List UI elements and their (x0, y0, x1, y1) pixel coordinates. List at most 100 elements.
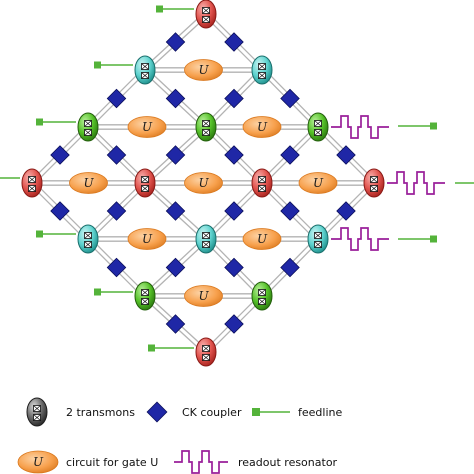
feedline-pad (430, 235, 437, 243)
resonator-meander (331, 227, 389, 251)
feedline (398, 122, 437, 130)
junction-cross-b (84, 129, 92, 136)
gate-u-body (242, 116, 282, 138)
ck-coupler (165, 32, 186, 52)
gate-u: U (184, 59, 223, 81)
ck-coupler (165, 314, 186, 334)
resonator-meander (387, 171, 445, 195)
transmon-pair (251, 55, 273, 85)
ck-coupler (224, 88, 244, 109)
gate-u: U (298, 172, 338, 194)
legend-feedline-pad (252, 408, 260, 416)
gate-u-label: U (257, 232, 268, 246)
ck-coupler (165, 257, 186, 278)
legend-feedline-label: feedline (298, 406, 342, 419)
transmon-body (21, 168, 43, 198)
ck-coupler (280, 257, 300, 278)
junction-cross-b (258, 289, 266, 296)
ck-coupler (106, 145, 127, 165)
ck-coupler (280, 145, 300, 165)
gate-u-label: U (198, 63, 209, 77)
transmon-pair (307, 112, 329, 142)
legend-coupler-label: CK coupler (182, 406, 242, 419)
junction-cross-b (258, 72, 266, 79)
gate-u-label: U (313, 176, 324, 190)
junction-cross-b (141, 289, 149, 296)
junction-cross-b (314, 129, 322, 136)
junction-cross-b (314, 120, 322, 127)
junction-cross-b (33, 405, 41, 412)
legend-coupler-icon (146, 401, 168, 423)
junction-cross-b (141, 176, 149, 183)
transmon-pair (363, 168, 385, 198)
gate-u-body (184, 285, 223, 307)
feedline (398, 235, 437, 243)
ck-coupler (106, 257, 127, 278)
transmon-body (363, 168, 385, 198)
transmon-pair (195, 112, 217, 142)
transmon-body (77, 112, 99, 142)
legend-transmon-label: 2 transmons (66, 406, 135, 419)
junction-cross-b (84, 232, 92, 239)
transmon-pair (77, 112, 99, 142)
junction-cross-b (84, 120, 92, 127)
transmon-pair (134, 55, 156, 85)
gate-u-body (184, 172, 223, 194)
transmon-pair (307, 224, 329, 254)
legend-transmon-icon (26, 397, 48, 427)
ck-coupler (336, 145, 356, 165)
ck-coupler (280, 201, 300, 221)
feedline-pad (148, 344, 155, 352)
transmon-pair (134, 281, 156, 311)
gate-u: U (242, 116, 282, 138)
ck-coupler (165, 145, 186, 165)
transmon-pair (251, 281, 273, 311)
feedline (156, 5, 194, 13)
transmon-body (307, 112, 329, 142)
gate-u-body (298, 172, 338, 194)
readout-resonator (387, 171, 445, 195)
transmon-body (251, 55, 273, 85)
gate-u-label: U (257, 120, 268, 134)
resonator-meander (331, 115, 389, 139)
gate-u: U (69, 172, 108, 194)
legend-gate-icon: U (17, 450, 59, 474)
gate-u: U (184, 172, 223, 194)
gate-u-body (184, 59, 223, 81)
ck-coupler (165, 88, 186, 109)
feedline-pad (94, 61, 101, 69)
feedline-pad (36, 118, 43, 126)
junction-cross-b (258, 63, 266, 70)
junction-cross-b (314, 232, 322, 239)
transmon-body (307, 224, 329, 254)
ck-coupler (224, 32, 244, 52)
gate-u: U (127, 116, 167, 138)
junction-cross-b (314, 241, 322, 248)
feedline (36, 230, 76, 238)
transmon-pair (134, 168, 156, 198)
junction-cross-b (202, 129, 210, 136)
gate-u-body (69, 172, 108, 194)
gate-u-body (127, 116, 167, 138)
ck-coupler (106, 201, 127, 221)
legend-gate-body (17, 450, 59, 474)
junction-cross-b (202, 232, 210, 239)
feedline (94, 61, 133, 69)
gate-u-label: U (142, 232, 153, 246)
ck-coupler (50, 201, 70, 221)
gate-u: U (127, 228, 167, 250)
feedline-pad (430, 122, 437, 130)
ck-coupler (106, 88, 127, 109)
transmon-body (195, 224, 217, 254)
junction-cross-b (202, 7, 210, 14)
feedline-pad (94, 288, 101, 296)
transmon-pair (251, 168, 273, 198)
junction-cross-b (202, 345, 210, 352)
gate-u-body (242, 228, 282, 250)
junction-cross-b (258, 176, 266, 183)
transmon-body (251, 281, 273, 311)
junction-cross-b (84, 241, 92, 248)
ck-coupler (224, 145, 244, 165)
